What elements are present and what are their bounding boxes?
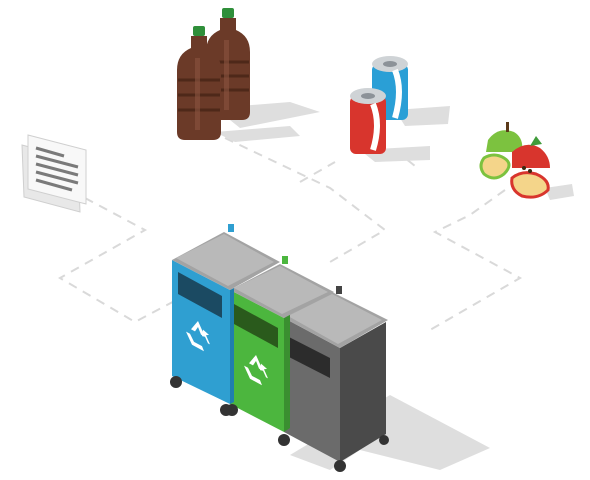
- apple-core-icon: [481, 122, 550, 197]
- soda-can-icon: [350, 56, 408, 154]
- newspaper-icon: [22, 135, 86, 212]
- recycling-bins: [170, 224, 389, 472]
